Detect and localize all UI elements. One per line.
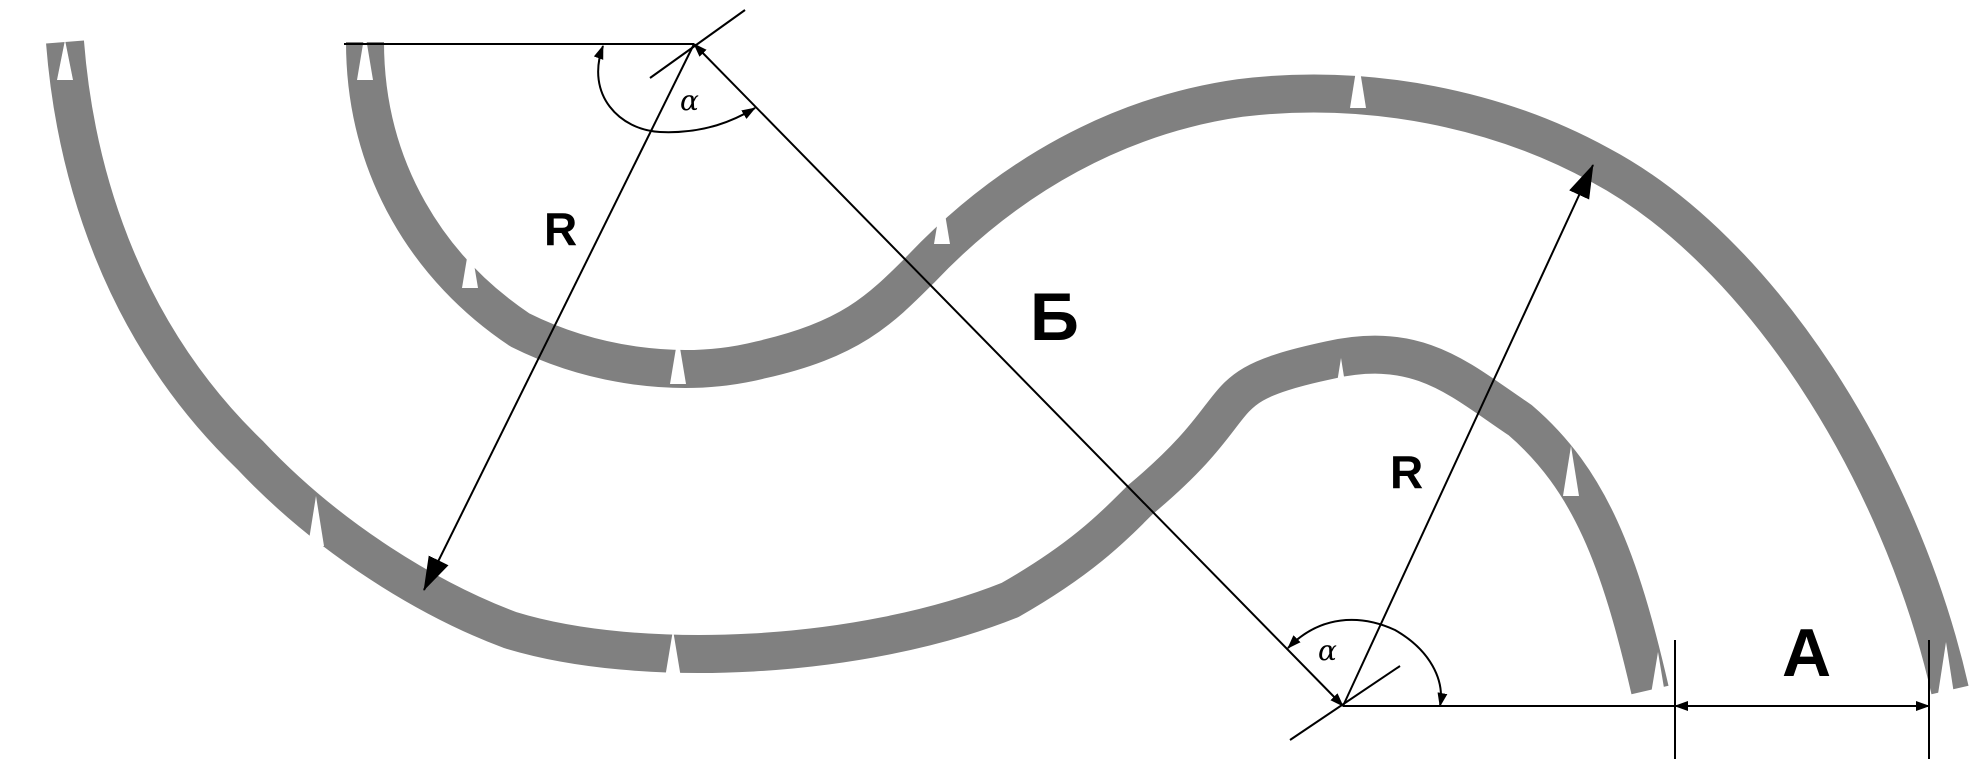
center-distance-line — [693, 43, 1344, 707]
top-radius-dimension: R — [423, 43, 695, 591]
traffic-cone-icon — [1650, 652, 1666, 700]
center-distance-label: Б — [1030, 279, 1079, 355]
bottom-construction: α — [1287, 618, 1680, 741]
track-width-label: A — [1782, 615, 1831, 691]
traffic-cone-icon — [57, 40, 73, 80]
bottom-angle-label: α — [1318, 634, 1337, 667]
traffic-cone-icon — [1563, 446, 1579, 496]
traffic-cone-icon — [462, 240, 478, 288]
track-width-dimension: A — [1674, 615, 1930, 759]
outer-track-band — [46, 40, 1669, 695]
traffic-cone-icon — [1350, 58, 1366, 108]
traffic-cone-icon — [1938, 642, 1954, 694]
inner-track-band — [346, 41, 1969, 695]
center-distance-dimension: Б — [693, 43, 1344, 707]
traffic-cone-icon — [357, 32, 373, 80]
traffic-cone-icon — [1024, 504, 1040, 556]
traffic-cone-icon — [670, 336, 686, 384]
traffic-cone-icon — [665, 630, 681, 678]
bottom-angle-arc — [1287, 618, 1448, 707]
traffic-cone-icon — [308, 496, 324, 546]
track-bands — [46, 40, 1969, 695]
traffic-cone-icon — [1748, 208, 1764, 256]
top-construction: α — [344, 9, 756, 134]
bottom-radius-dimension: R — [1342, 164, 1594, 707]
top-angle-label: α — [680, 84, 699, 117]
bottom-radius-line — [1342, 164, 1594, 707]
bottom-radius-label: R — [1390, 446, 1423, 498]
top-radius-line — [423, 43, 695, 591]
top-radius-label: R — [544, 203, 577, 255]
